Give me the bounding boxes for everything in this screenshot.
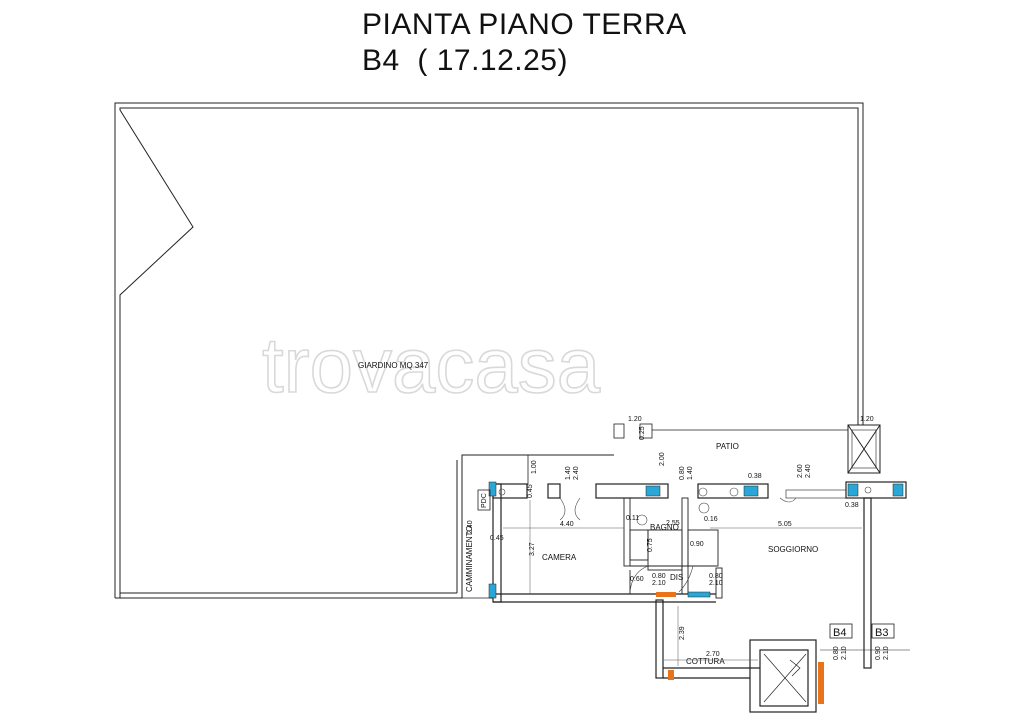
- dim-label: 2.10: [652, 580, 666, 587]
- dim-label: 2.10: [883, 646, 890, 660]
- dim-label: 2.39: [679, 626, 686, 640]
- dim-label: 2.10: [841, 646, 848, 660]
- dim-label: 0.60: [630, 576, 644, 583]
- dim-label: 1.00: [531, 460, 538, 474]
- dim-label: 0.25: [639, 426, 646, 440]
- dim-label: 2.00: [659, 452, 666, 466]
- plan-date: ( 17.12.25): [417, 44, 568, 77]
- windows: [488, 481, 904, 599]
- dim-label: 2.55: [666, 520, 680, 527]
- dim-label: 1.20: [628, 416, 642, 423]
- dim-label: 4.40: [560, 521, 574, 528]
- dim-label: 2.10: [709, 580, 723, 587]
- dimension-labels: 1.20 0.25 1.20 2.00 1.00 1.40 2.40 0.80 …: [467, 416, 890, 660]
- dim-label: 0.11: [626, 515, 639, 522]
- dim-label: 1.40: [565, 466, 572, 480]
- dim-label: 2.70: [706, 651, 720, 658]
- interior-partitions: [623, 497, 723, 599]
- plan-title: PIANTA PIANO TERRA: [362, 8, 687, 41]
- dim-label: 0.75: [647, 538, 654, 552]
- dim-label: 0.45: [490, 535, 504, 542]
- dim-label: 0.90: [875, 646, 882, 660]
- dim-label: 1.20: [860, 416, 874, 423]
- label-pdc: PDC: [481, 493, 488, 508]
- room-label-patio: PATIO: [716, 442, 739, 451]
- camminamento-strip: [462, 489, 493, 599]
- column-patio: [847, 424, 881, 474]
- dim-label: 0.16: [704, 516, 718, 523]
- room-label-cottura: COTTURA: [686, 657, 725, 666]
- plan-subtitle: B4 ( 17.12.25): [362, 44, 568, 78]
- dim-label: 2.40: [573, 466, 580, 480]
- dim-label: 0.45: [527, 484, 534, 498]
- dim-label: 0.80: [709, 573, 723, 580]
- dim-label: 2.60: [797, 464, 804, 478]
- dim-label: 2.40: [805, 464, 812, 478]
- dim-label: 0.38: [748, 473, 762, 480]
- dim-label: 3.27: [529, 542, 536, 556]
- room-label-giardino: GIARDINO MQ 347: [358, 361, 429, 370]
- apartment-walls: [492, 481, 907, 713]
- dimension-lines: [503, 500, 862, 666]
- watermark: trovacasa: [262, 321, 601, 409]
- door-swings: [498, 486, 872, 593]
- room-label-soggiorno: SOGGIORNO: [768, 545, 818, 554]
- garden-outline: [114, 102, 864, 599]
- dim-label: 5.05: [778, 521, 792, 528]
- room-label-bagno: BAGNO: [650, 523, 679, 532]
- dim-label: 0.80: [833, 646, 840, 660]
- dim-label: 0.80: [679, 466, 686, 480]
- unit-tag-b3: B3: [875, 627, 888, 639]
- stair-cottura: [763, 653, 807, 703]
- unit-tags: B4 B3: [820, 623, 910, 651]
- room-label-dis: DIS: [670, 573, 683, 582]
- dim-label: 0.38: [845, 502, 859, 509]
- plan-code: B4: [362, 44, 400, 77]
- room-label-camminamento: CAMMINAMENTO: [465, 525, 474, 592]
- dim-label: 0.90: [690, 541, 704, 548]
- dim-label: 0.80: [652, 573, 666, 580]
- patio-outline: [527, 423, 848, 485]
- doors-orange: [656, 592, 824, 704]
- dim-label: 2.40: [467, 520, 474, 534]
- dim-label: 1.40: [687, 466, 694, 480]
- room-label-camera: CAMERA: [542, 553, 577, 562]
- unit-tag-b4: B4: [833, 627, 846, 639]
